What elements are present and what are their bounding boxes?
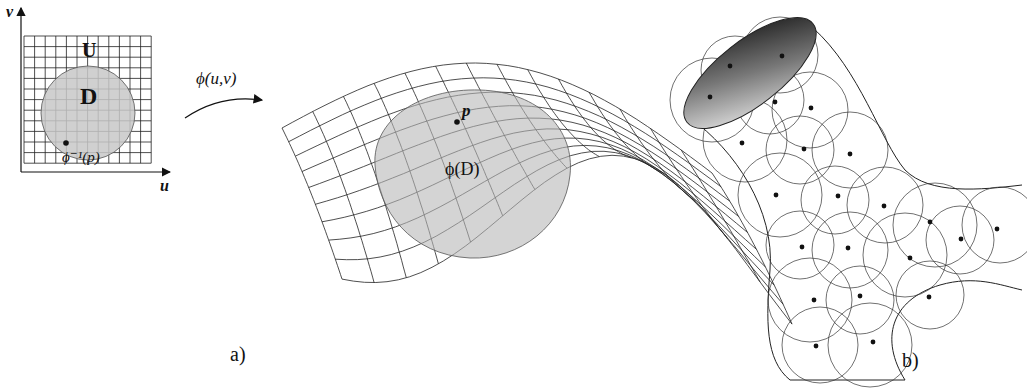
mesh-line xyxy=(589,92,663,173)
cover-circle xyxy=(801,166,869,234)
v-axis xyxy=(20,8,21,172)
cover-circle xyxy=(893,183,977,267)
cover-dot xyxy=(802,147,807,152)
cover-circle xyxy=(847,167,923,243)
cover-dot xyxy=(812,298,817,303)
opening xyxy=(667,0,832,147)
cover-dot xyxy=(908,256,913,261)
cover-dot xyxy=(848,152,853,157)
set-label: ϕ(D) xyxy=(445,160,479,178)
panel-label: a) xyxy=(230,344,246,364)
cover-dot xyxy=(728,64,733,69)
point-label: ϕ⁻¹(p) xyxy=(62,150,100,165)
axis-label: v xyxy=(6,4,13,20)
cover-dot xyxy=(927,295,932,300)
mesh-line xyxy=(313,112,374,283)
map-label: ϕ(u,v) xyxy=(196,70,236,87)
cover-dot xyxy=(995,227,1000,232)
cover-circle xyxy=(812,112,888,188)
parameter-grid xyxy=(24,36,151,163)
u-axis xyxy=(21,171,170,172)
set-label: U xyxy=(82,40,96,60)
cover-dot xyxy=(871,340,876,345)
cover-dot xyxy=(740,141,745,146)
cover-circle xyxy=(768,258,852,342)
cover-dot xyxy=(882,204,887,209)
mesh-line xyxy=(681,150,760,282)
cover-dot xyxy=(773,100,778,105)
cover-dot xyxy=(846,246,851,251)
mesh-line xyxy=(651,129,728,239)
cover-circle xyxy=(766,116,834,184)
domain-disk xyxy=(41,66,135,160)
cover-dot xyxy=(800,245,805,250)
cover-dot xyxy=(774,193,779,198)
mesh-line xyxy=(282,128,342,279)
grid-line xyxy=(140,36,141,163)
cover-circle xyxy=(828,303,912,387)
grid-line xyxy=(151,36,152,163)
point-dot xyxy=(454,119,460,125)
panel-label: b) xyxy=(902,350,919,370)
set-label: D xyxy=(80,84,97,108)
image-region xyxy=(375,90,571,258)
cover-circle xyxy=(926,206,994,274)
cover-circle xyxy=(896,261,964,329)
cover-circle xyxy=(826,266,894,334)
cover-circle xyxy=(812,212,888,288)
cover-dot xyxy=(809,106,814,111)
cover-circle xyxy=(766,211,834,279)
cover-dot xyxy=(836,194,841,199)
axis-label: u xyxy=(160,178,169,194)
cover-circle xyxy=(738,153,822,237)
cover-circle xyxy=(962,187,1027,263)
point-dot xyxy=(63,140,69,146)
cover-dot xyxy=(708,95,713,100)
cover-dot xyxy=(959,237,964,242)
map-arrow xyxy=(185,99,262,118)
cover-circle xyxy=(863,213,947,297)
cover-dot xyxy=(780,54,785,59)
cover-dot xyxy=(814,344,819,349)
point-label: p xyxy=(462,102,471,119)
cover-dot xyxy=(858,294,863,299)
cover-circle xyxy=(782,307,858,383)
cover-dots xyxy=(708,54,1000,349)
mesh-line xyxy=(712,173,792,324)
cover-dot xyxy=(928,220,933,225)
